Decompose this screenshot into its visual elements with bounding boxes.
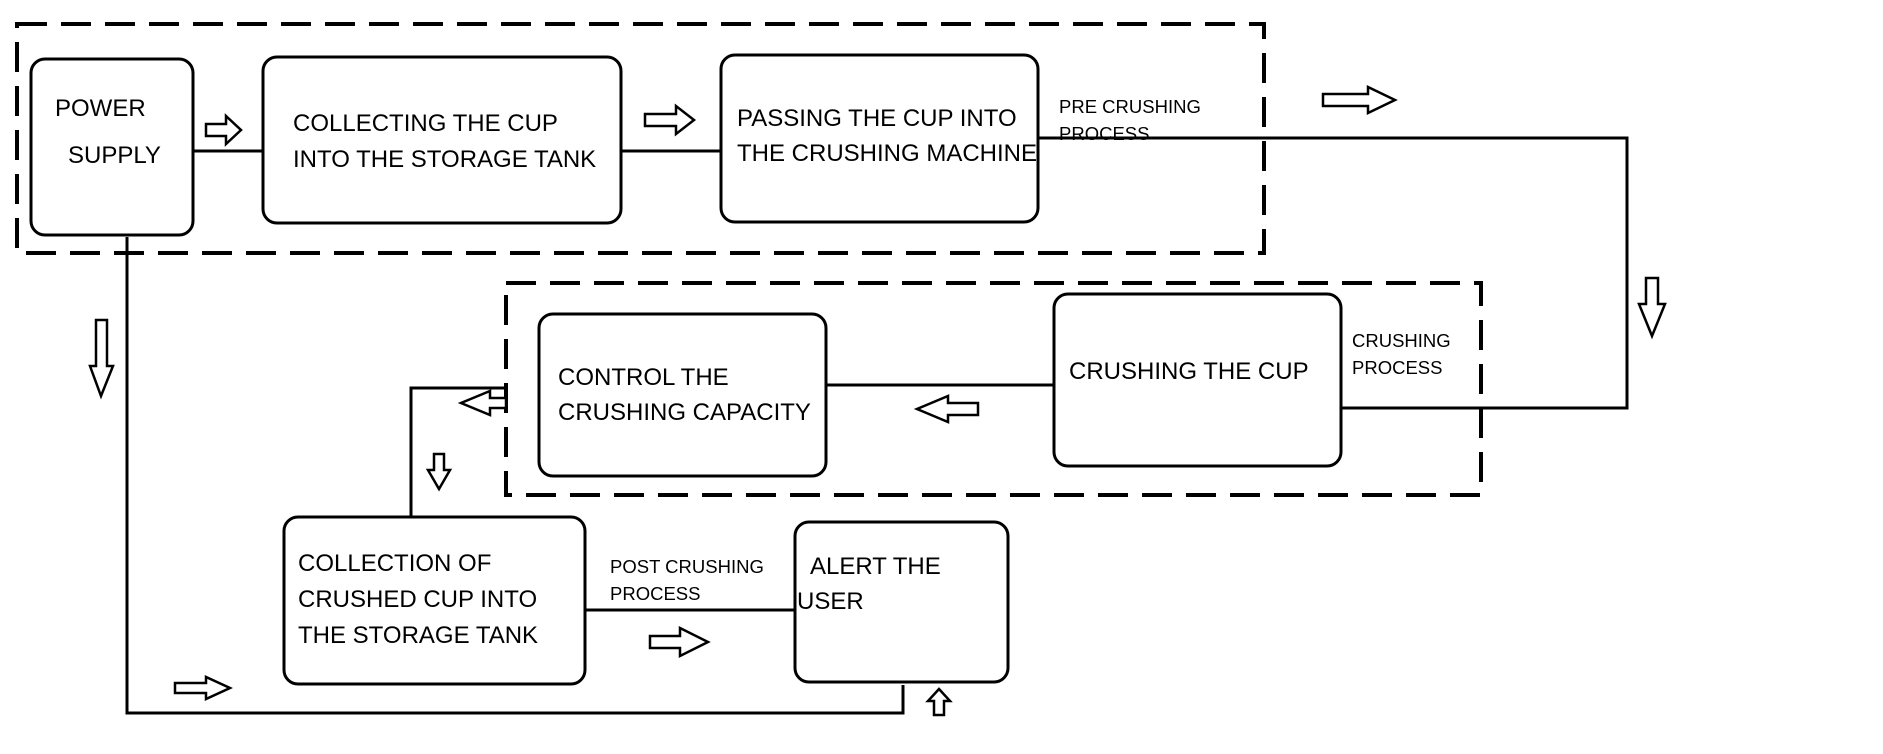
arrow-right-icon (204, 113, 243, 147)
arrow-right-icon (648, 625, 711, 659)
collection-crushed-box (282, 515, 587, 686)
block-collecting-cup: COLLECTING THE CUP INTO THE STORAGE TANK (261, 55, 623, 225)
wire-passing-to-crushing (1038, 136, 1629, 410)
collecting-cup-label-line2: INTO THE STORAGE TANK (293, 146, 596, 173)
crushing-stage-label-line2: PROCESS (1352, 357, 1442, 378)
arrow-right-icon (1321, 85, 1398, 115)
arrow-right-icon (643, 103, 697, 137)
arrow-left-icon (913, 394, 980, 424)
collection-crushed-label-line2: CRUSHED CUP INTO (298, 586, 537, 613)
stage-pre-crushing: PRE CRUSHING PROCESS (1059, 96, 1201, 144)
stage-post-crushing: POST CRUSHING PROCESS (610, 556, 764, 604)
control-capacity-label-line2: CRUSHING CAPACITY (558, 399, 811, 426)
post-crushing-label-line1: POST CRUSHING (610, 556, 764, 577)
arrow-up-icon (925, 687, 953, 717)
crushing-stage-label-line1: CRUSHING (1352, 330, 1451, 351)
collecting-cup-box (261, 55, 623, 225)
post-crushing-label-line2: PROCESS (610, 583, 700, 604)
block-control-capacity: CONTROL THE CRUSHING CAPACITY (537, 312, 828, 478)
arrow-down-icon (425, 452, 453, 492)
alert-user-label-line1: ALERT THE (810, 553, 941, 580)
arrow-down-icon (1637, 276, 1667, 340)
stage-crushing: CRUSHING PROCESS (1352, 330, 1451, 378)
block-crushing-cup: CRUSHING THE CUP (1052, 292, 1343, 468)
arrow-right-icon (173, 675, 234, 701)
passing-cup-label-line2: THE CRUSHING MACHINE (737, 140, 1037, 167)
alert-user-box (793, 520, 1010, 684)
block-power-supply: POWER SUPPLY (29, 57, 195, 237)
collection-crushed-label-line3: THE STORAGE TANK (298, 622, 538, 649)
block-collection-crushed: COLLECTION OF CRUSHED CUP INTO THE STORA… (282, 515, 587, 686)
crushing-group (504, 281, 1483, 497)
alert-user-label-line2: USER (797, 588, 864, 615)
pre-crushing-label-line2: PROCESS (1059, 123, 1149, 144)
power-supply-label-line2: SUPPLY (68, 142, 161, 169)
wire-power-to-alert (125, 237, 905, 715)
passing-cup-label-line1: PASSING THE CUP INTO (737, 105, 1017, 132)
control-capacity-box (537, 312, 828, 478)
power-supply-box (29, 57, 195, 237)
arrow-down-icon (88, 318, 115, 400)
block-passing-cup: PASSING THE CUP INTO THE CRUSHING MACHIN… (719, 53, 1040, 224)
pre-crushing-group (15, 22, 1266, 255)
collection-crushed-label-line1: COLLECTION OF (298, 550, 491, 577)
wire-control-to-collection (409, 386, 505, 517)
block-alert-user: ALERT THE USER (793, 520, 1010, 684)
pre-crushing-label-line1: PRE CRUSHING (1059, 96, 1201, 117)
collecting-cup-label-line1: COLLECTING THE CUP (293, 110, 558, 137)
arrow-left-icon (457, 389, 508, 417)
control-capacity-label-line1: CONTROL THE (558, 364, 729, 391)
passing-cup-box (719, 53, 1040, 224)
crushing-cup-label: CRUSHING THE CUP (1069, 358, 1309, 385)
power-supply-label-line1: POWER (55, 95, 146, 122)
crushing-cup-box (1052, 292, 1343, 468)
